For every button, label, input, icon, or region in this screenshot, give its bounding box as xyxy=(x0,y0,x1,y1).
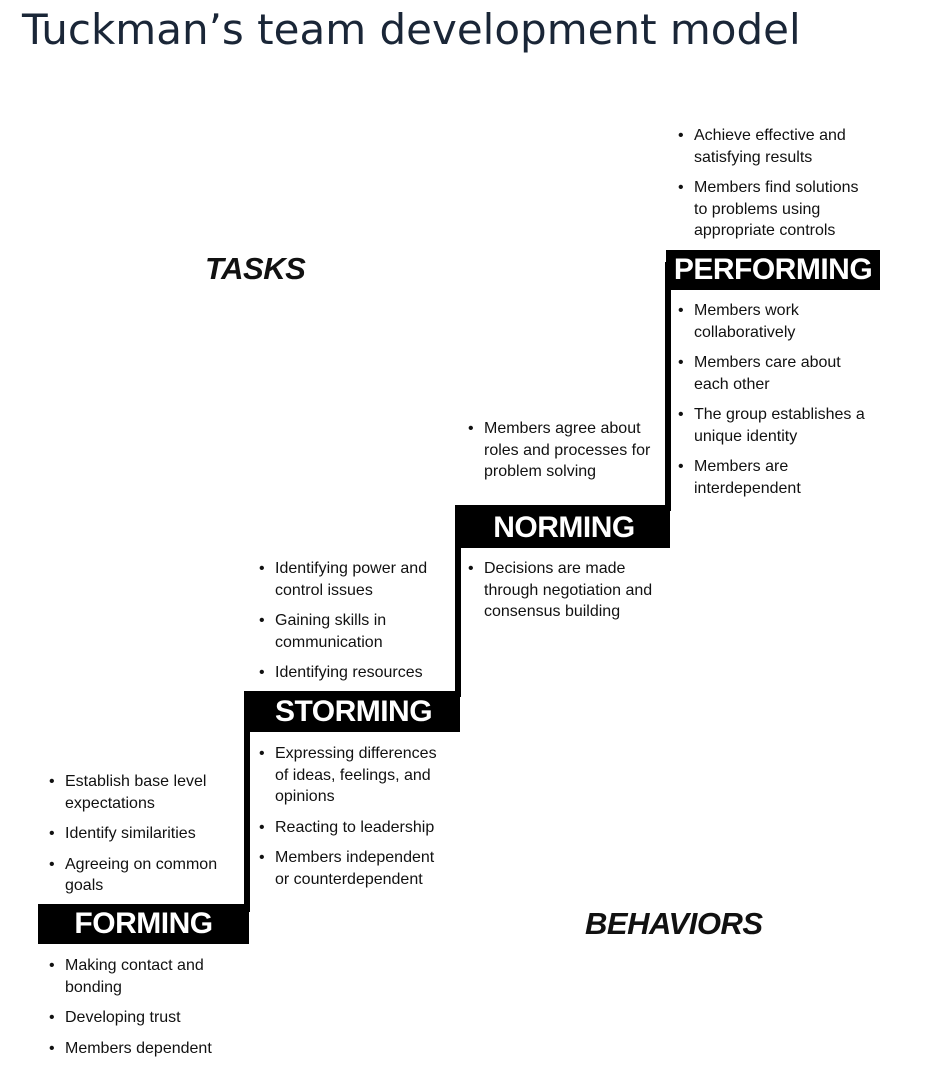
list-item: The group establishes a unique identity xyxy=(678,404,873,447)
list-item: Establish base level expectations xyxy=(49,771,234,814)
list-item: Making contact and bonding xyxy=(49,955,234,998)
list-item: Achieve effective and satisfying results xyxy=(678,125,873,168)
norming-behaviors-list: Decisions are made through negotiation a… xyxy=(468,558,658,632)
list-item: Members work collaboratively xyxy=(678,300,873,343)
performing-stage-label: PERFORMING xyxy=(666,250,880,290)
performing-tasks-list: Achieve effective and satisfying results… xyxy=(678,125,873,251)
forming-behaviors-list: Making contact and bonding Developing tr… xyxy=(49,955,234,1068)
list-item: Identifying resources xyxy=(259,662,444,684)
list-item: Members dependent xyxy=(49,1038,234,1060)
list-item: Gaining skills in communication xyxy=(259,610,444,653)
tasks-label: TASKS xyxy=(205,251,306,286)
norming-tasks-list: Members agree about roles and processes … xyxy=(468,418,658,492)
list-item: Identify similarities xyxy=(49,823,234,845)
list-item: Reacting to leadership xyxy=(259,817,449,839)
storming-behaviors-list: Expressing differences of ideas, feeling… xyxy=(259,743,449,899)
behaviors-label: BEHAVIORS xyxy=(585,906,763,941)
list-item: Decisions are made through negotiation a… xyxy=(468,558,658,623)
list-item: Members find solutions to problems using… xyxy=(678,177,873,242)
list-item: Identifying power and control issues xyxy=(259,558,444,601)
list-item: Members independent or counterdependent xyxy=(259,847,449,890)
norming-stage-label: NORMING xyxy=(458,508,670,548)
list-item: Members are interdependent xyxy=(678,456,873,499)
performing-behaviors-list: Members work collaboratively Members car… xyxy=(678,300,873,508)
slide-title: Tuckman’s team development model xyxy=(22,5,801,54)
list-item: Agreeing on common goals xyxy=(49,854,234,897)
storming-tasks-list: Identifying power and control issues Gai… xyxy=(259,558,444,693)
storming-stage-label: STORMING xyxy=(247,692,460,732)
list-item: Members care about each other xyxy=(678,352,873,395)
forming-tasks-list: Establish base level expectations Identi… xyxy=(49,771,234,906)
forming-stage-label: FORMING xyxy=(38,904,249,944)
list-item: Members agree about roles and processes … xyxy=(468,418,658,483)
list-item: Developing trust xyxy=(49,1007,234,1029)
list-item: Expressing differences of ideas, feeling… xyxy=(259,743,449,808)
